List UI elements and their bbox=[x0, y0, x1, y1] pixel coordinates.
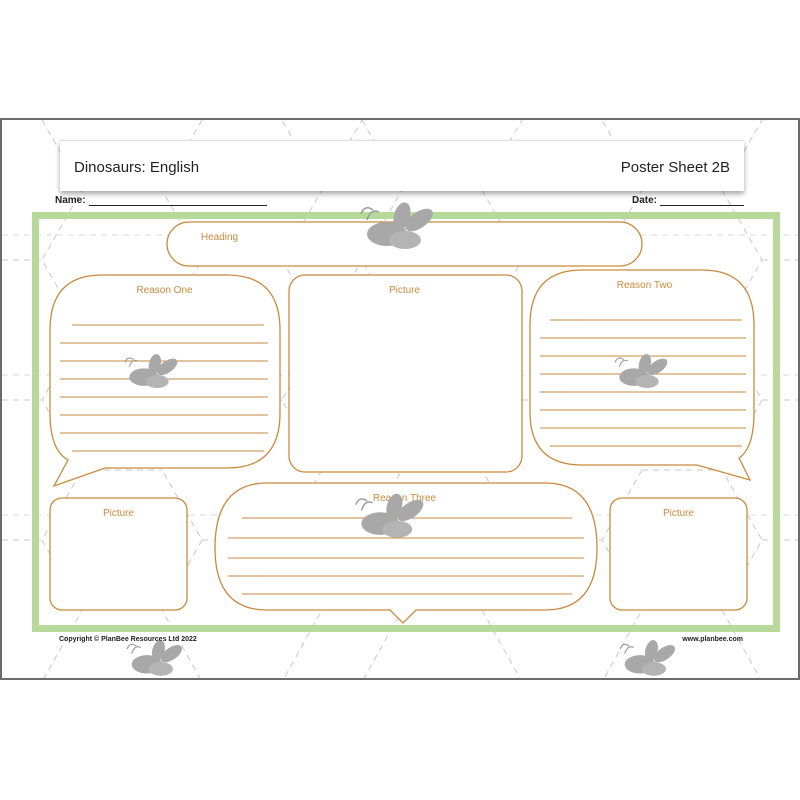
date-label: Date: bbox=[631, 195, 657, 206]
worksheet-title: Dinosaurs: English bbox=[74, 159, 200, 176]
date-field: Date: bbox=[632, 195, 744, 206]
picture-right-box bbox=[609, 497, 748, 611]
picture-right-label: Picture bbox=[662, 508, 695, 519]
picture-center-box bbox=[288, 274, 523, 473]
heading-label: Heading bbox=[200, 232, 239, 243]
picture-left-box bbox=[49, 497, 188, 611]
worksheet-page: Dinosaurs: English Poster Sheet 2B Name:… bbox=[0, 118, 800, 680]
website-text: www.planbee.com bbox=[682, 636, 743, 643]
name-blank-line bbox=[88, 196, 267, 206]
copyright-text: Copyright © PlanBee Resources Ltd 2022 bbox=[59, 636, 197, 643]
reason-two-label: Reason Two bbox=[616, 280, 673, 291]
bee-watermark-icon bbox=[355, 493, 424, 538]
name-field: Name: bbox=[55, 195, 267, 206]
bee-watermark-icon bbox=[619, 640, 676, 676]
reason-three-label: Reason Three bbox=[372, 493, 437, 504]
reason-one-label: Reason One bbox=[136, 285, 193, 296]
bee-watermark-icon bbox=[360, 202, 433, 249]
sheet-number: Poster Sheet 2B bbox=[620, 159, 730, 176]
bee-watermark-icon bbox=[126, 640, 183, 676]
picture-left-label: Picture bbox=[102, 508, 135, 519]
title-bar: Dinosaurs: English Poster Sheet 2B bbox=[60, 140, 744, 191]
name-label: Name: bbox=[55, 195, 86, 206]
bee-watermark-icon bbox=[614, 353, 668, 389]
picture-center-label: Picture bbox=[388, 285, 421, 296]
date-blank-line bbox=[660, 196, 744, 206]
bee-watermark-icon bbox=[124, 353, 178, 389]
